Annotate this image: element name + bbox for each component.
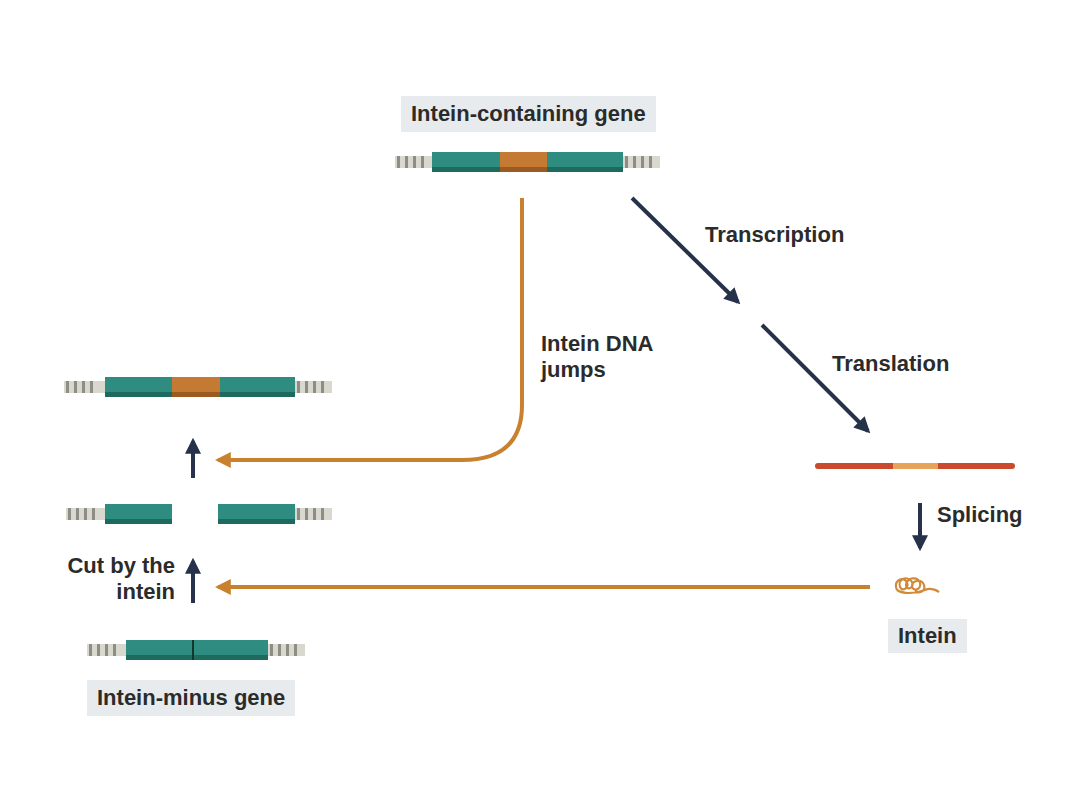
intein-cut-arrow [218,585,870,589]
gene-segment [105,504,172,524]
transcription-arrow [632,198,738,302]
gene-segment [432,152,500,172]
cap-stripe [97,644,100,656]
cap-stripe [66,381,69,393]
label-text: Intein [898,623,957,649]
splicing-arrow [918,503,922,548]
cap-stripe [633,156,636,168]
cap-stripe [294,644,297,656]
cap-stripe [297,381,300,393]
gene-segment [126,640,268,660]
gene-segment [547,152,623,172]
gene-cap [295,381,332,393]
gene-cap [66,508,105,520]
cap-stripe [113,644,116,656]
cap-stripe [321,381,324,393]
cut-arrow [191,561,195,603]
cap-stripe [82,381,85,393]
cap-stripe [270,644,273,656]
protein [818,463,1012,469]
cap-stripe [321,508,324,520]
cap-stripe [413,156,416,168]
label-text: Intein-minus gene [97,685,285,711]
intein-segment [893,463,938,469]
cap-stripe [649,156,652,168]
junction [192,640,194,660]
gene-segment [500,152,547,172]
gene-shade [126,655,268,660]
cap-stripe [641,156,644,168]
gene-segment [172,377,220,397]
cap-stripe [74,381,77,393]
cap-stripe [305,381,308,393]
jump-arrow [218,198,522,460]
cap-stripe [89,644,92,656]
step-label: Intein DNA jumps [541,331,691,383]
gene-shade [172,392,220,397]
cap-stripe [90,381,93,393]
translation-arrow [762,325,868,431]
cap-stripe [625,156,628,168]
gene-segment [105,377,172,397]
cap-stripe [305,508,308,520]
gene-cap [64,381,105,393]
step-label: Transcription [705,222,844,248]
cap-stripe [421,156,424,168]
cap-stripe [105,644,108,656]
gene-shade [220,392,295,397]
gene-cap [295,508,332,520]
gene-cap [268,644,305,656]
gene-cap [395,156,432,168]
cap-stripe [68,508,71,520]
gene-shade [547,167,623,172]
gene-cap [87,644,126,656]
cap-stripe [313,508,316,520]
gene-cap [623,156,660,168]
cap-stripe [278,644,281,656]
gene-shade [432,167,500,172]
step-label: Splicing [937,502,1023,528]
intein-label: Intein [888,619,967,653]
cap-stripe [297,508,300,520]
gene-segment [220,377,295,397]
gene-segment [218,504,295,524]
cap-stripe [76,508,79,520]
cap-stripe [84,508,87,520]
cap-stripe [92,508,95,520]
cap-stripe [405,156,408,168]
gene-label: Intein-containing gene [401,96,656,132]
intein-protein [896,578,939,593]
cap-stripe [286,644,289,656]
gene-shade [105,519,172,524]
step-label: Translation [832,351,949,377]
gene-shade [105,392,172,397]
cap-stripe [397,156,400,168]
cap-stripe [313,381,316,393]
insert-arrow [191,441,195,478]
label-text: Intein-containing gene [411,101,646,127]
gene-shade [500,167,547,172]
gene-label: Intein-minus gene [87,680,295,716]
gene-shade [218,519,295,524]
step-label: Cut by the intein [35,553,175,605]
